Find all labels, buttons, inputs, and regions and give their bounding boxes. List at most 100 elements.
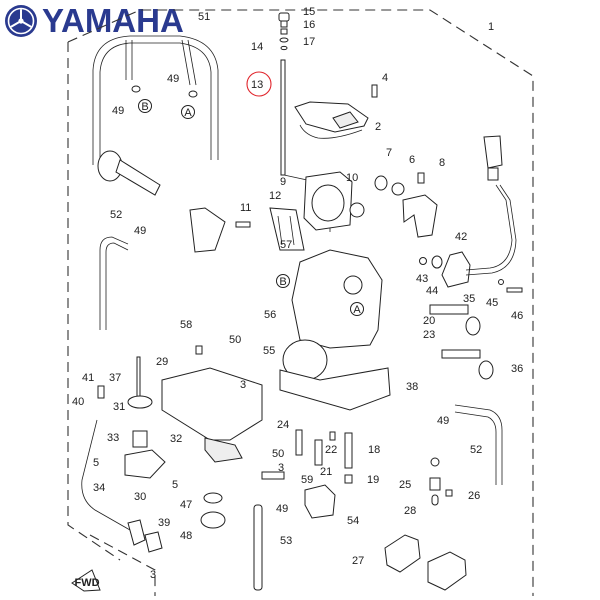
washers-6-7 xyxy=(374,175,405,196)
callout-54[interactable]: 54 xyxy=(347,515,359,527)
pipe-53 xyxy=(253,504,263,591)
callout-9[interactable]: 9 xyxy=(280,176,286,188)
callout-30[interactable]: 30 xyxy=(134,491,146,503)
callout-47[interactable]: 47 xyxy=(180,499,192,511)
callout-4[interactable]: 4 xyxy=(382,72,388,84)
screw-36 xyxy=(441,349,494,380)
throttle-cable-39 xyxy=(81,385,163,553)
brand-name: YAMAHA xyxy=(42,2,184,39)
callout-21[interactable]: 21 xyxy=(320,466,332,478)
callout-45[interactable]: 45 xyxy=(486,297,498,309)
callout-15[interactable]: 15 xyxy=(303,6,315,18)
tuning-fork-emblem-icon xyxy=(5,5,37,37)
callout-37[interactable]: 37 xyxy=(109,372,121,384)
callout-34[interactable]: 34 xyxy=(93,482,105,494)
callout-10[interactable]: 10 xyxy=(346,172,358,184)
gasket-12 xyxy=(269,207,305,251)
callout-49[interactable]: 49 xyxy=(134,225,146,237)
callout-42[interactable]: 42 xyxy=(455,231,467,243)
callout-2[interactable]: 2 xyxy=(375,121,381,133)
callout-17[interactable]: 17 xyxy=(303,36,315,48)
callout-53[interactable]: 53 xyxy=(280,535,292,547)
callout-46[interactable]: 46 xyxy=(511,310,523,322)
highlight-ring-13 xyxy=(246,71,272,97)
callout-35[interactable]: 35 xyxy=(463,293,475,305)
callout-25[interactable]: 25 xyxy=(399,479,411,491)
callout-27[interactable]: 27 xyxy=(352,555,364,567)
callout-28[interactable]: 28 xyxy=(404,505,416,517)
callout-16[interactable]: 16 xyxy=(303,19,315,31)
callout-36[interactable]: 36 xyxy=(511,363,523,375)
callout-57[interactable]: 57 xyxy=(280,239,292,251)
callout-58[interactable]: 58 xyxy=(180,319,192,331)
callout-7[interactable]: 7 xyxy=(386,147,392,159)
bracket-8 xyxy=(402,172,438,238)
float-27 xyxy=(384,534,467,591)
callout-8[interactable]: 8 xyxy=(439,157,445,169)
callout-26[interactable]: 26 xyxy=(468,490,480,502)
callout-49[interactable]: 49 xyxy=(276,503,288,515)
connector-a: A A xyxy=(181,105,364,316)
top-cover-2 xyxy=(294,84,378,139)
callout-24[interactable]: 24 xyxy=(277,419,289,431)
screw-59 xyxy=(261,471,285,480)
screw-11 xyxy=(235,221,251,228)
choke-plunger xyxy=(97,150,161,196)
callout-1[interactable]: 1 xyxy=(488,21,494,33)
forward-arrow: FWD xyxy=(71,569,101,592)
drain-hose-52-left xyxy=(99,236,129,330)
forward-label: FWD xyxy=(74,577,99,589)
callout-51[interactable]: 51 xyxy=(198,11,210,23)
callout-20[interactable]: 20 xyxy=(423,315,435,327)
callout-3[interactable]: 3 xyxy=(150,569,156,581)
callout-52[interactable]: 52 xyxy=(110,209,122,221)
callout-48[interactable]: 48 xyxy=(180,530,192,542)
callout-12[interactable]: 12 xyxy=(269,190,281,202)
connector-b-label: B xyxy=(141,101,148,113)
callout-5[interactable]: 5 xyxy=(93,457,99,469)
cup-54 xyxy=(304,484,336,519)
callout-18[interactable]: 18 xyxy=(368,444,380,456)
callout-11[interactable]: 11 xyxy=(240,202,251,214)
callout-55[interactable]: 55 xyxy=(263,345,275,357)
callout-31[interactable]: 31 xyxy=(113,401,125,413)
callout-3[interactable]: 3 xyxy=(278,462,284,474)
callout-49[interactable]: 49 xyxy=(437,415,449,427)
drain-hose-52-right xyxy=(454,404,503,485)
connector-a-label-body: A xyxy=(353,304,361,316)
screw-45-46 xyxy=(498,279,523,293)
callout-19[interactable]: 19 xyxy=(367,474,379,486)
throttle-sensor-42 xyxy=(441,135,517,288)
callout-59[interactable]: 59 xyxy=(301,474,313,486)
callout-3[interactable]: 3 xyxy=(240,379,246,391)
callout-40[interactable]: 40 xyxy=(72,396,84,408)
callout-41[interactable]: 41 xyxy=(82,372,94,384)
float-valve-37 xyxy=(127,356,153,448)
callout-44[interactable]: 44 xyxy=(426,285,438,297)
callout-49[interactable]: 49 xyxy=(167,73,179,85)
callout-22[interactable]: 22 xyxy=(325,444,337,456)
callout-39[interactable]: 39 xyxy=(158,517,170,529)
callout-38[interactable]: 38 xyxy=(406,381,418,393)
connector-b: B B xyxy=(138,99,290,288)
callout-13[interactable]: 13 xyxy=(251,79,263,91)
screw-35 xyxy=(429,304,481,336)
callout-50[interactable]: 50 xyxy=(229,334,241,346)
callout-29[interactable]: 29 xyxy=(156,356,168,368)
callout-14[interactable]: 14 xyxy=(251,41,263,53)
callout-52[interactable]: 52 xyxy=(470,444,482,456)
callout-49[interactable]: 49 xyxy=(112,105,124,117)
assembly-boundary xyxy=(67,9,534,596)
callout-56[interactable]: 56 xyxy=(264,309,276,321)
callout-43[interactable]: 43 xyxy=(416,273,428,285)
callout-6[interactable]: 6 xyxy=(409,154,415,166)
callout-33[interactable]: 33 xyxy=(107,432,119,444)
needle-valve-25 xyxy=(429,457,453,506)
vent-hose-51 xyxy=(92,35,219,165)
callout-5[interactable]: 5 xyxy=(172,479,178,491)
callout-32[interactable]: 32 xyxy=(170,433,182,445)
callout-23[interactable]: 23 xyxy=(423,329,435,341)
callout-50[interactable]: 50 xyxy=(272,448,284,460)
brand-logo: YAMAHA xyxy=(4,4,184,38)
